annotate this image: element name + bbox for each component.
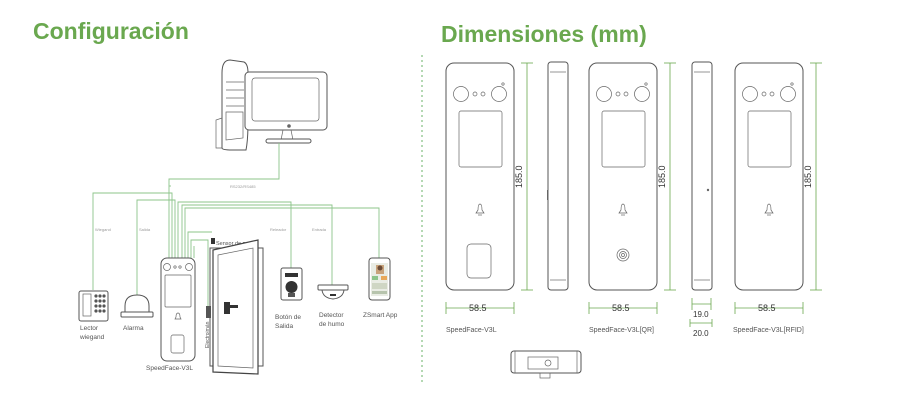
wire-label-salida: Salida xyxy=(139,227,151,232)
exit-button-icon xyxy=(280,267,303,301)
config-title: Configuración xyxy=(33,18,189,44)
depth-label-total: 20.0 xyxy=(693,329,709,338)
width-label-3: 58.5 xyxy=(758,303,776,313)
model-label-3: SpeedFace-V3L[RFID] xyxy=(733,327,804,334)
side-view-1 xyxy=(547,61,569,291)
model-label-2: SpeedFace-V3L[QR] xyxy=(589,327,654,334)
alarma-label: Alarma xyxy=(123,325,144,332)
lector-label-line2: wiegand xyxy=(79,334,105,341)
alarm-siren-icon xyxy=(120,294,154,318)
boton-label-line2: Salida xyxy=(275,323,293,330)
detector-label-line1: Detector xyxy=(319,312,344,319)
wire-label-entrada: Entrada xyxy=(312,227,327,232)
lector-label-line1: Lector xyxy=(80,325,99,332)
main-device-label: SpeedFace-V3L xyxy=(146,365,193,372)
dimensions-title: Dimensiones (mm) xyxy=(441,21,647,47)
width-label-2: 58.5 xyxy=(612,303,630,313)
depth-label-front: 19.0 xyxy=(693,310,709,319)
computer-icon xyxy=(215,59,328,151)
top-view xyxy=(510,350,582,379)
height-label-1: 185.0 xyxy=(514,165,524,188)
front-view-v3l-rfid xyxy=(734,62,804,291)
model-label-1: SpeedFace-V3L xyxy=(446,327,497,334)
speedface-device-icon xyxy=(160,257,196,362)
wire-label-wiegand: Wiegand xyxy=(95,227,111,232)
wire-label-releador: Releador xyxy=(270,227,287,232)
smartphone-icon xyxy=(368,257,391,301)
app-label: ZSmart App xyxy=(363,312,398,319)
height-label-3: 185.0 xyxy=(803,165,813,188)
door-icon xyxy=(206,238,264,375)
wire-label-rs: RS232/RS485 xyxy=(230,184,256,189)
wiring-lines xyxy=(92,143,380,308)
smoke-detector-icon xyxy=(317,284,349,300)
height-label-2: 185.0 xyxy=(657,165,667,188)
front-view-v3l xyxy=(445,62,515,291)
keypad-reader-icon xyxy=(78,290,109,322)
side-view-2 xyxy=(691,61,713,291)
boton-label-line1: Botón de xyxy=(275,314,301,321)
width-label-1: 58.5 xyxy=(469,303,487,313)
electroiman-label: Electroimán xyxy=(205,321,211,348)
front-view-v3l-qr xyxy=(588,62,658,291)
detector-label-line2: de humo xyxy=(319,321,345,328)
